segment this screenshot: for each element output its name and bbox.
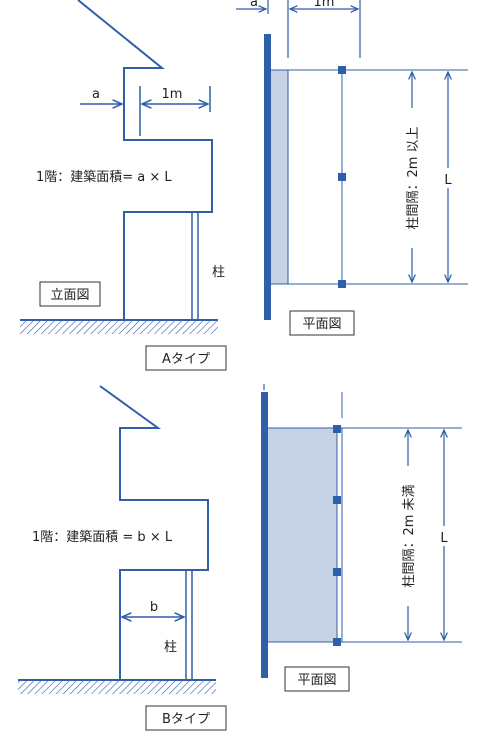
plan-label-box-a (289, 310, 355, 336)
type-b-elevation: b 1階：建築面積 = b × L 柱 Bタイプ (18, 385, 227, 731)
label-bg (440, 168, 456, 188)
post-a (338, 66, 346, 74)
roof-line (99, 385, 209, 680)
ground-hatch (18, 680, 216, 694)
area-formula-b: 1階：建築面積 = b × L (32, 530, 173, 545)
dim-label-1m: 1m (162, 87, 183, 102)
wall-b (261, 392, 268, 678)
label-bg (398, 108, 426, 248)
wall-a (264, 34, 271, 320)
length-label-a: L (444, 173, 452, 188)
post-a (338, 280, 346, 288)
dim-label-1m-plan: 1m (314, 0, 335, 10)
post-b (333, 568, 341, 576)
type-b-label: Bタイプ (162, 712, 210, 727)
spacing-label-a: 柱間隔：2m 以上 (406, 126, 421, 229)
plan-a-area (269, 69, 289, 285)
ground-hatch (20, 320, 218, 334)
length-label-b: L (440, 531, 448, 546)
label-bg (394, 466, 422, 606)
label-bg (436, 526, 452, 546)
plan-label-a: 平面図 (302, 317, 341, 332)
type-a-label-box (145, 345, 227, 371)
post-b (333, 638, 341, 646)
plan-label-b: 平面図 (297, 673, 336, 688)
type-a-elevation: a 1m 1階：建築面積= a × L 柱 立面図 Aタイプ (20, 0, 227, 371)
plan-b-area (266, 427, 338, 643)
post-a (338, 173, 346, 181)
area-formula-a: 1階：建築面積= a × L (36, 170, 172, 185)
type-a-label: Aタイプ (162, 352, 210, 367)
plan-label-box-b (284, 666, 350, 692)
elevation-label: 立面図 (50, 288, 89, 303)
type-b-label-box (145, 705, 227, 731)
roof-line (77, 0, 213, 320)
pillar-label-b: 柱 (164, 640, 177, 655)
type-b-plan: 柱間隔：2m 未満 L 平面図 (261, 384, 462, 692)
post-b (333, 425, 341, 433)
type-a-plan: a 1m 柱間隔：2m 以上 L 平面図 (236, 0, 468, 336)
elevation-label-box (39, 281, 101, 307)
pillar-label-a: 柱 (212, 265, 225, 280)
dim-label-a-plan: a (250, 0, 258, 10)
spacing-label-b: 柱間隔：2m 未満 (402, 484, 417, 587)
post-b (333, 496, 341, 504)
dim-label-b: b (150, 600, 158, 615)
dim-label-a: a (92, 87, 100, 102)
